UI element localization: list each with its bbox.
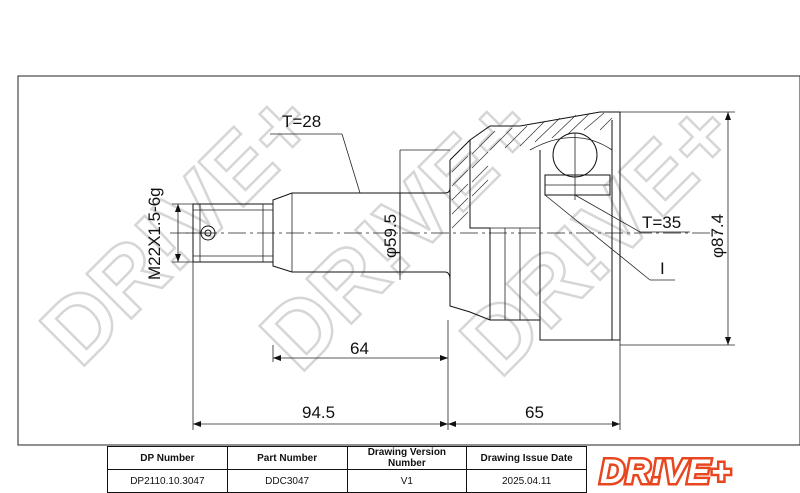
value-part-number: DDC3047: [226, 469, 348, 493]
header-issue-date: Drawing Issue Date: [466, 446, 587, 470]
dim-thread: M22X1.5-6g: [145, 187, 164, 280]
dim-len-94-5: 94.5: [302, 403, 335, 422]
header-dp-number: DP Number: [107, 446, 228, 470]
header-drawing-version: Drawing Version Number: [346, 446, 468, 470]
dim-t-stem: T=28: [282, 112, 321, 131]
dim-t-bore: T=35: [642, 213, 681, 232]
title-block-value-row: DP2110.10.3047 DDC3047 V1 2025.04.11: [107, 469, 587, 493]
value-drawing-version: V1: [346, 469, 468, 493]
drawing-frame: [17, 75, 800, 446]
dim-phi-outer: φ87.4: [708, 214, 727, 258]
title-block: DP Number Part Number Drawing Version Nu…: [107, 446, 587, 493]
dim-len-64: 64: [350, 339, 369, 358]
header-part-number: Part Number: [226, 446, 348, 470]
title-block-header-row: DP Number Part Number Drawing Version Nu…: [107, 446, 587, 470]
value-issue-date: 2025.04.11: [466, 469, 587, 493]
value-dp-number: DP2110.10.3047: [107, 469, 228, 493]
drive-logo: DR!VE+: [598, 451, 734, 492]
dim-len-65: 65: [525, 403, 544, 422]
threaded-stem: [186, 203, 274, 263]
dimension-arrows: [175, 112, 731, 427]
dim-marker: I: [660, 259, 665, 278]
brand-wordmark: DR!VE+: [600, 453, 732, 491]
dimension-lines: [172, 111, 735, 430]
dim-phi-shaft: φ59.5: [381, 214, 400, 258]
